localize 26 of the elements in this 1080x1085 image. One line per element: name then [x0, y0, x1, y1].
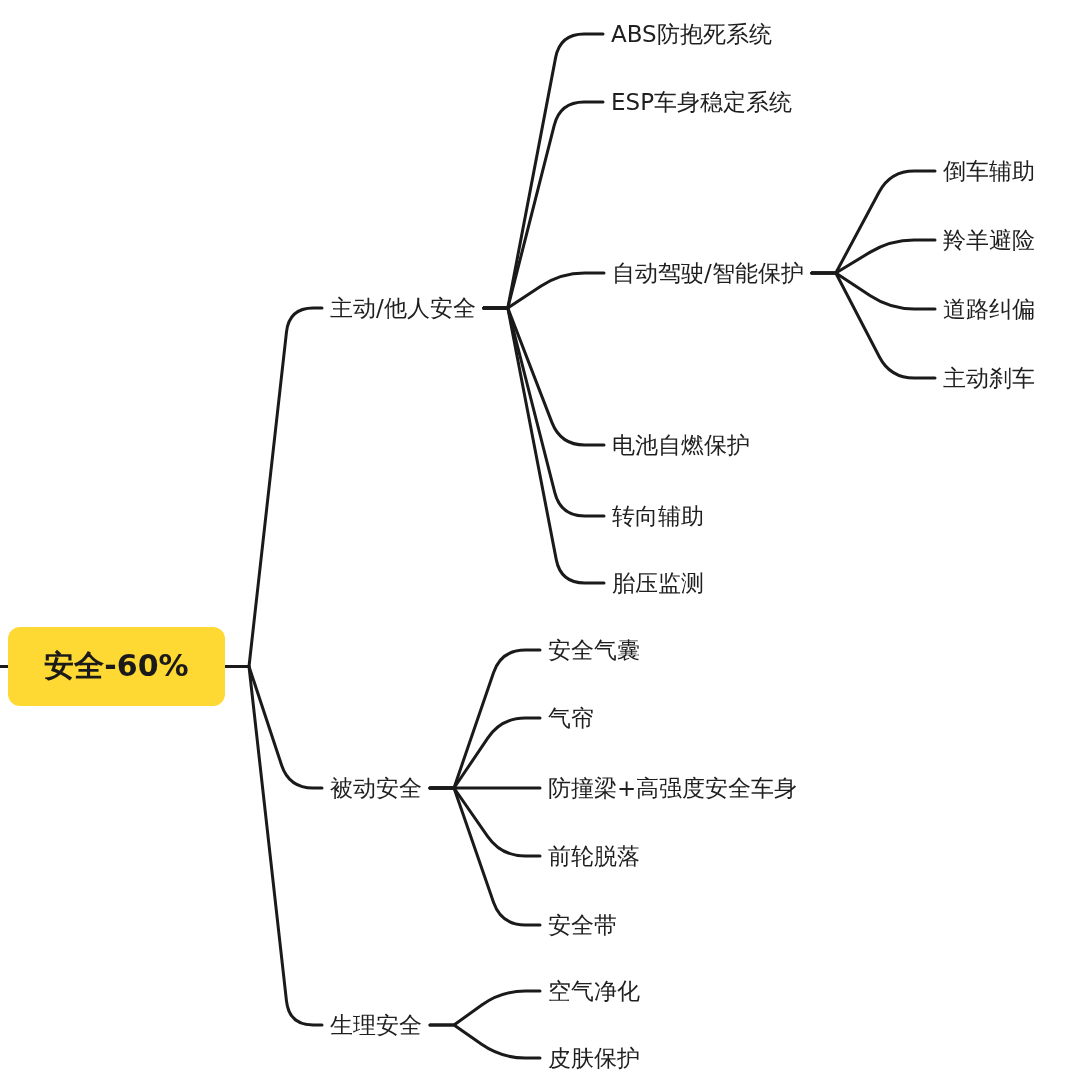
topic-text: 防撞梁+高强度安全车身: [540, 773, 806, 803]
topic-text: 生理安全: [322, 1010, 430, 1040]
topic-text: 胎压监测: [604, 568, 712, 598]
topic-text: 主动/他人安全: [322, 293, 484, 323]
topic-text: 羚羊避险: [935, 225, 1043, 255]
topic-text: 前轮脱落: [540, 841, 648, 871]
connector-line: [482, 306, 606, 585]
topic-text: 转向辅助: [604, 501, 712, 531]
connector-line: [428, 786, 542, 927]
topic-text: 道路纠偏: [935, 294, 1043, 324]
topic-text: 被动安全: [322, 773, 430, 803]
topic-text: ABS防抱死系统: [603, 19, 780, 49]
topic-text: 安全气囊: [540, 635, 648, 665]
topic-text: 安全带: [540, 910, 625, 940]
topic-text: 自动驾驶/智能保护: [604, 258, 812, 288]
connector-line: [428, 1023, 542, 1060]
topic-text: 电池自燃保护: [604, 430, 758, 460]
root-topic: 安全-60%: [8, 627, 225, 706]
connector-line: [810, 271, 937, 380]
topic-text: 主动刹车: [935, 363, 1043, 393]
topic-text: 皮肤保护: [540, 1043, 648, 1073]
topic-text: 空气净化: [540, 976, 648, 1006]
connector-line: [0, 665, 10, 668]
topic-text: 倒车辅助: [935, 156, 1043, 186]
topic-text: 气帘: [540, 703, 602, 733]
topic-text: ESP车身稳定系统: [603, 87, 800, 117]
